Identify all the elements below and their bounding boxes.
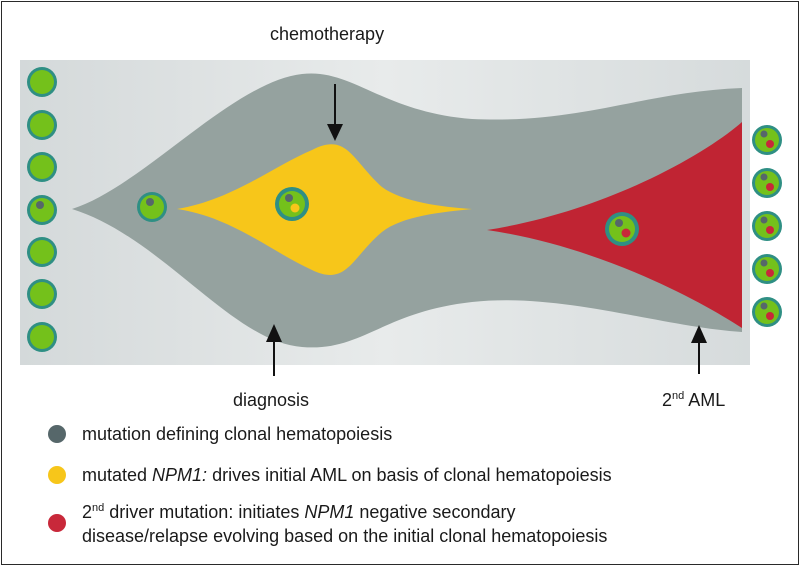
healthy-cell: [27, 152, 57, 182]
relapse-cell: [752, 254, 782, 284]
chemotherapy-label: chemotherapy: [270, 24, 385, 44]
second-aml-number: 2: [662, 390, 673, 410]
relapse-cell-column: [752, 125, 782, 327]
diagnosis-arrowhead: [266, 324, 282, 342]
second-aml-superscript: nd: [672, 390, 685, 402]
relapse-cell: [752, 168, 782, 198]
red-dot-icon: [48, 514, 66, 532]
mutated-cell: [27, 195, 57, 225]
relapse-cell: [752, 211, 782, 241]
legend-text-part: mutated: [82, 465, 153, 485]
npm1-clone-yellow: [177, 144, 472, 275]
legend-text-part: driver mutation: initiates: [104, 502, 305, 522]
second-aml-text: AML: [684, 390, 726, 410]
second-aml-arrowhead: [691, 325, 707, 343]
healthy-cell: [27, 237, 57, 267]
yellow-dot-icon: [48, 466, 66, 484]
second-aml-label: 2nd AML: [662, 389, 725, 411]
healthy-cell: [27, 110, 57, 140]
healthy-cell: [27, 279, 57, 309]
relapse-cell: [752, 297, 782, 327]
healthy-cell-column: [27, 67, 57, 352]
legend-text-line1: 2nd driver mutation: initiates NPM1 nega…: [82, 500, 515, 524]
chemotherapy-arrowhead: [327, 124, 343, 141]
legend-text-part: negative secondary: [354, 502, 516, 522]
legend-text-line2: disease/relapse evolving based on the in…: [82, 526, 608, 546]
legend-superscript: nd: [92, 502, 105, 514]
diagnosis-label: diagnosis: [233, 390, 310, 410]
npm1-italic: NPM1:: [152, 465, 208, 485]
legend-text: mutated NPM1: drives initial AML on basi…: [82, 463, 612, 487]
npm1-italic: NPM1: [304, 502, 355, 522]
legend-text-part: 2: [82, 502, 93, 522]
healthy-cell: [27, 322, 57, 352]
legend-text: mutation defining clonal hematopoiesis: [82, 424, 393, 444]
legend-text-part: drives initial AML on basis of clonal he…: [207, 465, 612, 485]
second-driver-cell: [605, 212, 639, 246]
clonal-hematopoiesis-cell: [137, 192, 167, 222]
relapse-cell: [752, 125, 782, 155]
npm1-mutated-cell: [275, 187, 309, 221]
gray-dot-icon: [48, 425, 66, 443]
healthy-cell: [27, 67, 57, 97]
